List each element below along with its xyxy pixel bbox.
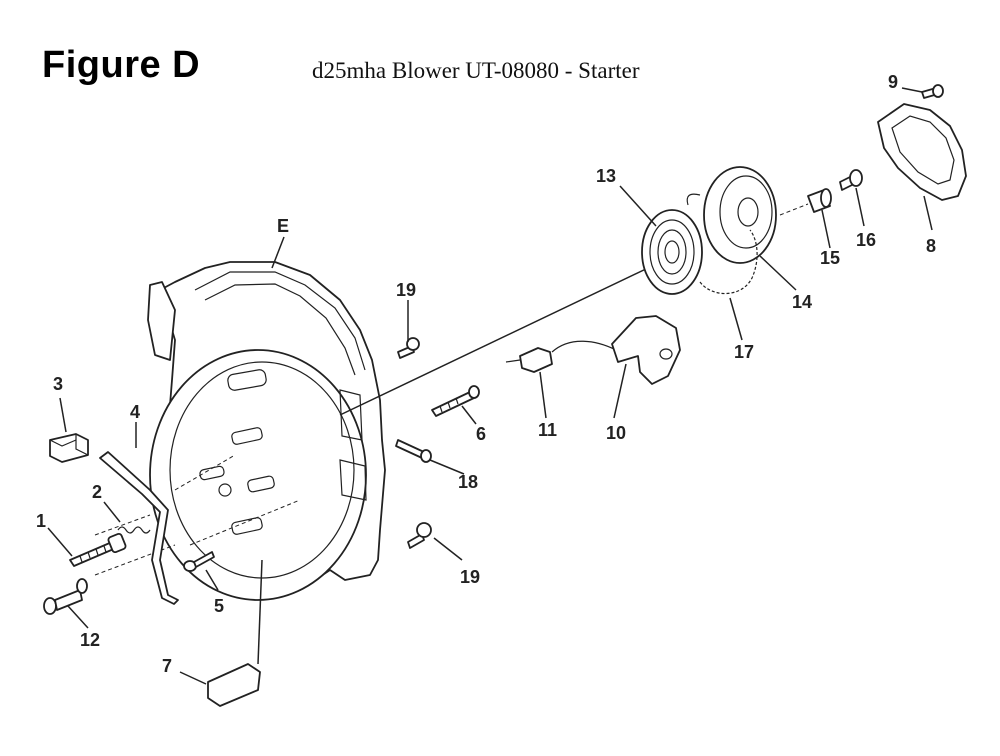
callout-12: 12 [80, 630, 100, 650]
callout-7: 7 [162, 656, 172, 676]
callout-16: 16 [856, 230, 876, 250]
callout-5: 5 [214, 596, 224, 616]
part-16-screw [839, 169, 863, 191]
callout-4: 4 [130, 402, 140, 422]
callout-11: 11 [538, 420, 557, 440]
part-19-top-screw [397, 337, 420, 359]
callout-10: 10 [606, 423, 626, 443]
callout-15: 15 [820, 248, 840, 268]
part-4-throttle-rod [99, 451, 179, 605]
callout-3: 3 [53, 374, 63, 394]
callout-8: 8 [926, 236, 936, 256]
leader-lines [47, 87, 933, 685]
callout-1: 1 [36, 511, 46, 531]
part-18-bolt [395, 439, 432, 463]
callout-18: 18 [458, 472, 478, 492]
part-9-screw [921, 84, 944, 99]
callout-19-top: 19 [396, 280, 416, 300]
diagram-title: d25mha Blower UT-08080 - Starter [312, 58, 640, 83]
callout-2: 2 [92, 482, 102, 502]
blower-housing-drawing [94, 261, 386, 601]
callout-14: 14 [792, 292, 812, 312]
assembly-axis-line [339, 267, 649, 416]
part-12-bolt [43, 578, 88, 615]
figure-label: Figure D [42, 44, 201, 86]
callout-17: 17 [734, 342, 754, 362]
part-13-recoil-spring [641, 209, 703, 295]
callout-13: 13 [596, 166, 616, 186]
part-7-pad [207, 663, 261, 707]
part-17-rope [699, 229, 758, 295]
callout-labels: E 3 4 2 1 12 5 7 19 19 6 18 11 10 13 14 … [36, 72, 936, 676]
part-6-bolt [431, 385, 480, 417]
part-19-bottom-screw [407, 522, 432, 549]
part-11-rope-guide [505, 347, 553, 373]
part-15-bushing [779, 188, 832, 216]
part-2-spring [117, 526, 151, 534]
part-3-grommet [49, 433, 89, 463]
callout-6: 6 [476, 424, 486, 444]
part-1-screw [69, 532, 127, 567]
callout-9: 9 [888, 72, 898, 92]
part-14-pulley [686, 166, 777, 264]
callout-19-bottom: 19 [460, 567, 480, 587]
part-5-screw [183, 551, 215, 572]
part-8-gasket [877, 103, 967, 201]
part-10-starter-handle [551, 315, 681, 385]
callout-E: E [277, 216, 289, 236]
